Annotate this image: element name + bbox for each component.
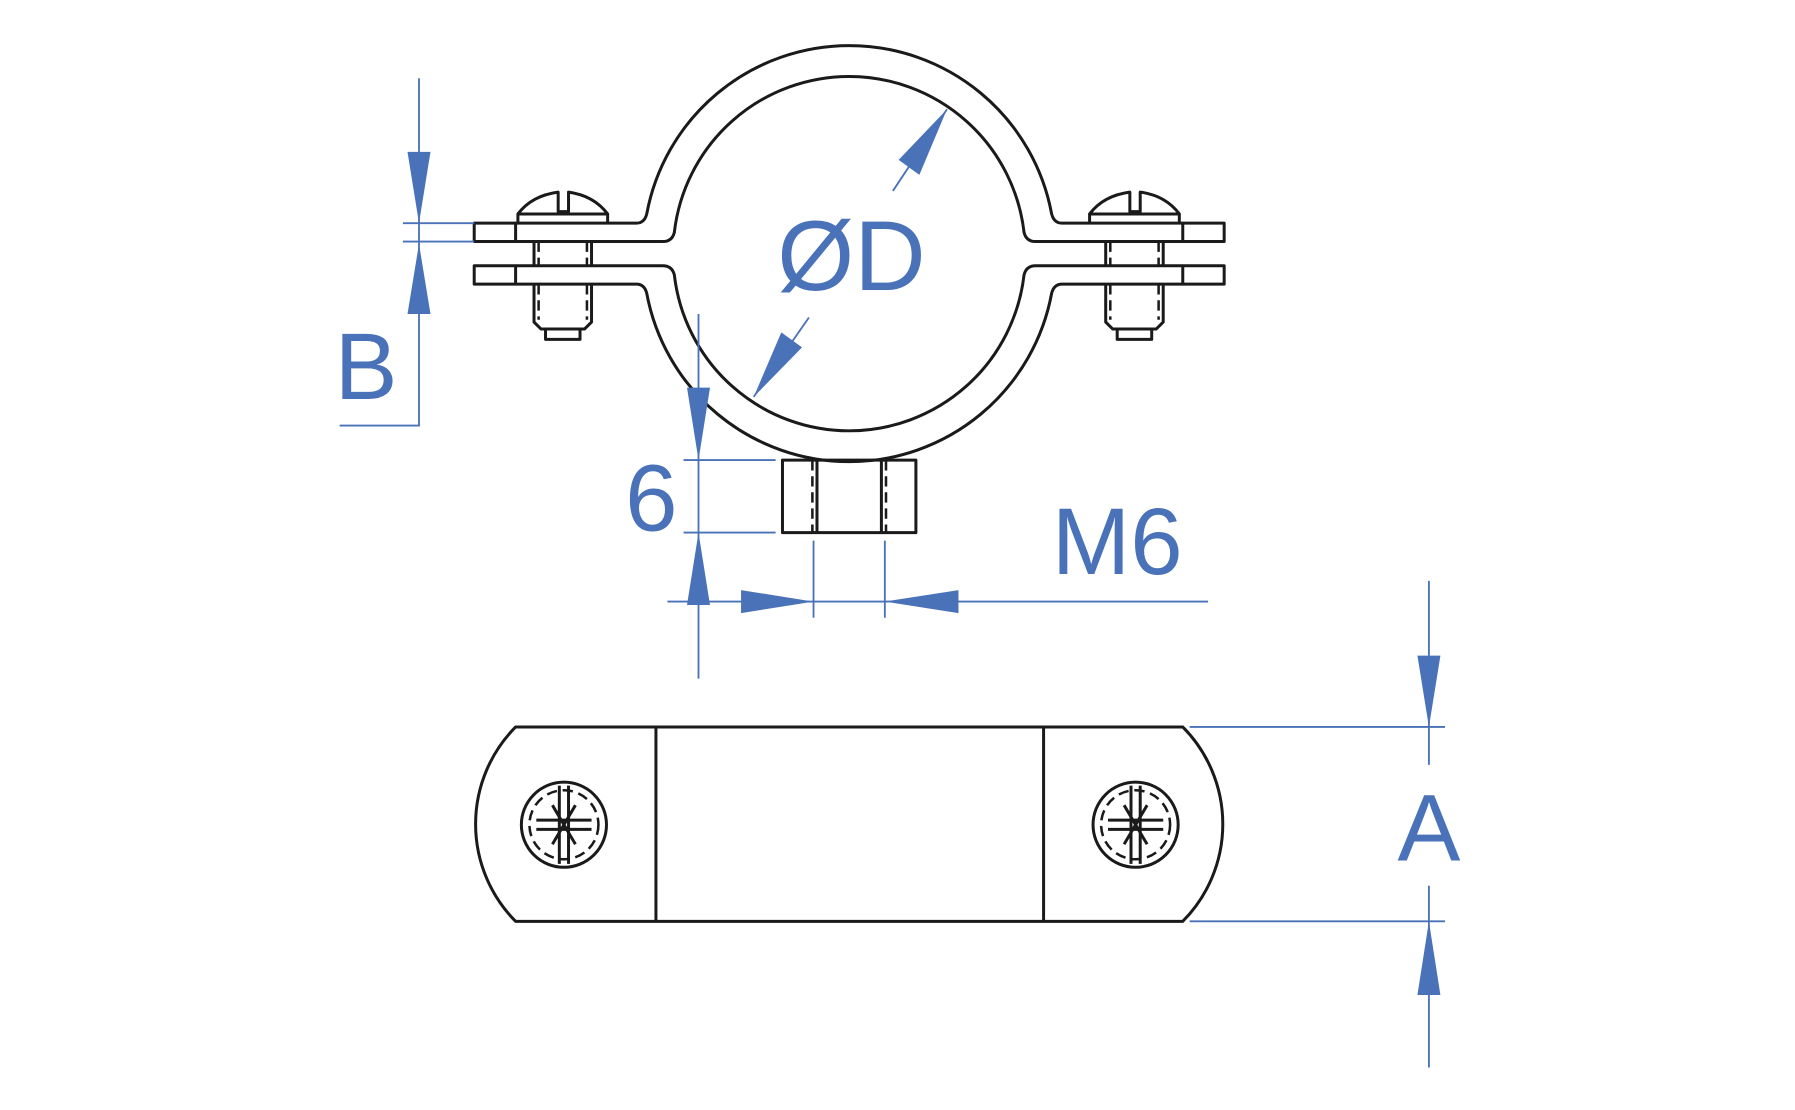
- dimension-b: B: [335, 78, 475, 427]
- dimension-thread: M6: [667, 489, 1209, 618]
- phillips-screw-head-icon: [519, 780, 608, 869]
- dimension-diameter: ØD: [752, 108, 948, 398]
- dimension-label-b: B: [335, 314, 398, 419]
- clamp-top-view: [474, 725, 1225, 923]
- dimension-thickness: 6: [625, 314, 776, 679]
- dimension-label-a: A: [1397, 775, 1460, 880]
- left-screw: [516, 190, 610, 341]
- dimension-label-diameter: ØD: [777, 200, 925, 311]
- right-screw: [1088, 190, 1181, 341]
- dimension-label-thread: M6: [1052, 489, 1183, 594]
- clamp-front-view: [472, 44, 1226, 535]
- phillips-screw-head-icon: [1091, 780, 1180, 869]
- dimension-label-thickness: 6: [625, 445, 677, 550]
- weld-nut: [780, 458, 918, 535]
- dimension-a: A: [1189, 580, 1460, 1068]
